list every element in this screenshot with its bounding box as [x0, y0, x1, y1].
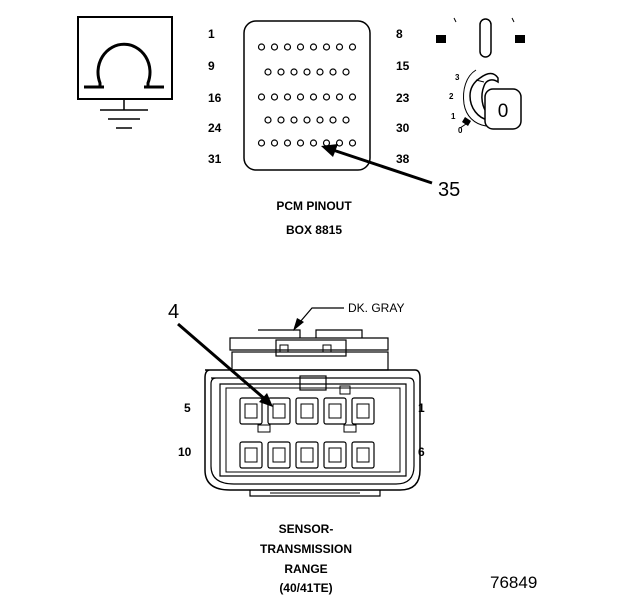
sensor-pin-cavity [295, 441, 319, 469]
ignition-position-2: 2 [449, 92, 454, 101]
sensor-pin-cavity [267, 397, 291, 425]
sensor-pin-terminal [300, 447, 314, 463]
sensor-callout-arrow [177, 322, 273, 407]
pcm-pin-hole [257, 139, 266, 147]
sensor-caption-line1: SENSOR- [279, 522, 334, 536]
pcm-pin-hole [322, 43, 331, 51]
ignition-position-1: 1 [451, 112, 456, 121]
sensor-pin-cavity [267, 441, 291, 469]
sensor-caption-line2: TRANSMISSION [260, 542, 352, 556]
pcm-pin-hole [270, 139, 279, 147]
sensor-pin-cavity [323, 441, 347, 469]
sensor-pin-grid [239, 397, 375, 469]
pcm-pin-hole [290, 116, 298, 124]
pcm-pin-hole [348, 43, 357, 51]
pcm-pin-label-24: 24 [208, 121, 222, 135]
pcm-pin-hole [296, 139, 305, 147]
pcm-pin-hole [283, 93, 292, 101]
sensor-pin-terminal [272, 403, 286, 419]
pcm-pin-hole [257, 43, 266, 51]
pcm-pin-hole [348, 93, 357, 101]
pcm-pin-hole [257, 93, 266, 101]
sensor-pin-cavity [323, 397, 347, 425]
sensor-pin-terminal [328, 447, 342, 463]
pcm-pin-hole [303, 68, 311, 76]
pcm-pin-hole [296, 43, 305, 51]
color-note-leader [293, 307, 344, 331]
pcm-connector [243, 20, 371, 171]
sensor-callout-label: 4 [168, 301, 179, 323]
pcm-pin-label-23: 23 [396, 91, 410, 105]
pcm-pin-label-1: 1 [208, 27, 215, 41]
sensor-pin-label-6: 6 [418, 445, 425, 459]
sensor-pin-terminal [356, 447, 370, 463]
sensor-connector [204, 329, 421, 497]
pcm-pin-hole [264, 116, 272, 124]
ignition-position-0: 0 [458, 126, 463, 135]
pcm-pin-label-31: 31 [208, 152, 222, 166]
pcm-callout-arrow [321, 144, 433, 185]
pcm-pin-hole [335, 139, 344, 147]
pcm-pin-hole [329, 68, 337, 76]
pcm-pin-hole [309, 139, 318, 147]
sensor-pin-cavity [295, 397, 319, 425]
sensor-pin-terminal [328, 403, 342, 419]
pcm-pin-hole [277, 68, 285, 76]
pcm-callout-label: 35 [438, 179, 460, 201]
pcm-caption-title: PCM PINOUT [276, 199, 352, 213]
figure-number: 76849 [490, 573, 537, 592]
pcm-pin-label-8: 8 [396, 27, 403, 41]
pcm-pin-hole [309, 93, 318, 101]
pcm-pin-label-16: 16 [208, 91, 222, 105]
pcm-pin-hole [335, 43, 344, 51]
ignition-key-symbol: 0 [498, 101, 509, 122]
pcm-pin-hole [303, 116, 311, 124]
pcm-pin-hole [322, 139, 331, 147]
pcm-pin-hole [322, 93, 331, 101]
pcm-pin-hole [283, 139, 292, 147]
sensor-pin-terminal [356, 403, 370, 419]
sensor-pin-cavity [351, 441, 375, 469]
sensor-color-note: DK. GRAY [348, 301, 404, 315]
pcm-pin-hole [309, 43, 318, 51]
pcm-pin-hole [264, 68, 272, 76]
pcm-pin-hole [342, 116, 350, 124]
sensor-pin-terminal [300, 403, 314, 419]
ignition-position-3: 3 [455, 73, 460, 82]
sensor-caption-line4: (40/41TE) [279, 581, 332, 595]
sensor-pin-cavity [239, 397, 263, 425]
pcm-pin-hole [277, 116, 285, 124]
sensor-pin-terminal [272, 447, 286, 463]
pcm-pin-hole [290, 68, 298, 76]
pcm-pin-grid [257, 43, 357, 147]
ignition-switch-icon [436, 17, 525, 130]
pcm-pin-hole [270, 43, 279, 51]
sensor-pin-terminal [244, 403, 258, 419]
pcm-pin-hole [283, 43, 292, 51]
pcm-pin-label-38: 38 [396, 152, 410, 166]
pcm-pin-label-15: 15 [396, 59, 410, 73]
pcm-pin-hole [296, 93, 305, 101]
pcm-pin-hole [329, 116, 337, 124]
sensor-pin-terminal [244, 447, 258, 463]
pcm-pin-hole [270, 93, 279, 101]
pcm-pin-label-9: 9 [208, 59, 215, 73]
sensor-pin-cavity [351, 397, 375, 425]
pcm-pin-hole [335, 93, 344, 101]
pcm-pin-hole [342, 68, 350, 76]
ohm-symbol [77, 16, 173, 100]
sensor-pin-cavity [239, 441, 263, 469]
pcm-pin-hole [316, 116, 324, 124]
pcm-caption-box: BOX 8815 [286, 223, 342, 237]
sensor-pin-label-5: 5 [184, 401, 191, 415]
sensor-caption-line3: RANGE [284, 562, 327, 576]
sensor-pin-label-10: 10 [178, 445, 192, 459]
sensor-pin-label-1: 1 [418, 401, 425, 415]
pcm-pin-label-30: 30 [396, 121, 410, 135]
ground-icon [100, 99, 148, 129]
pcm-pin-hole [316, 68, 324, 76]
pcm-pin-hole [348, 139, 357, 147]
